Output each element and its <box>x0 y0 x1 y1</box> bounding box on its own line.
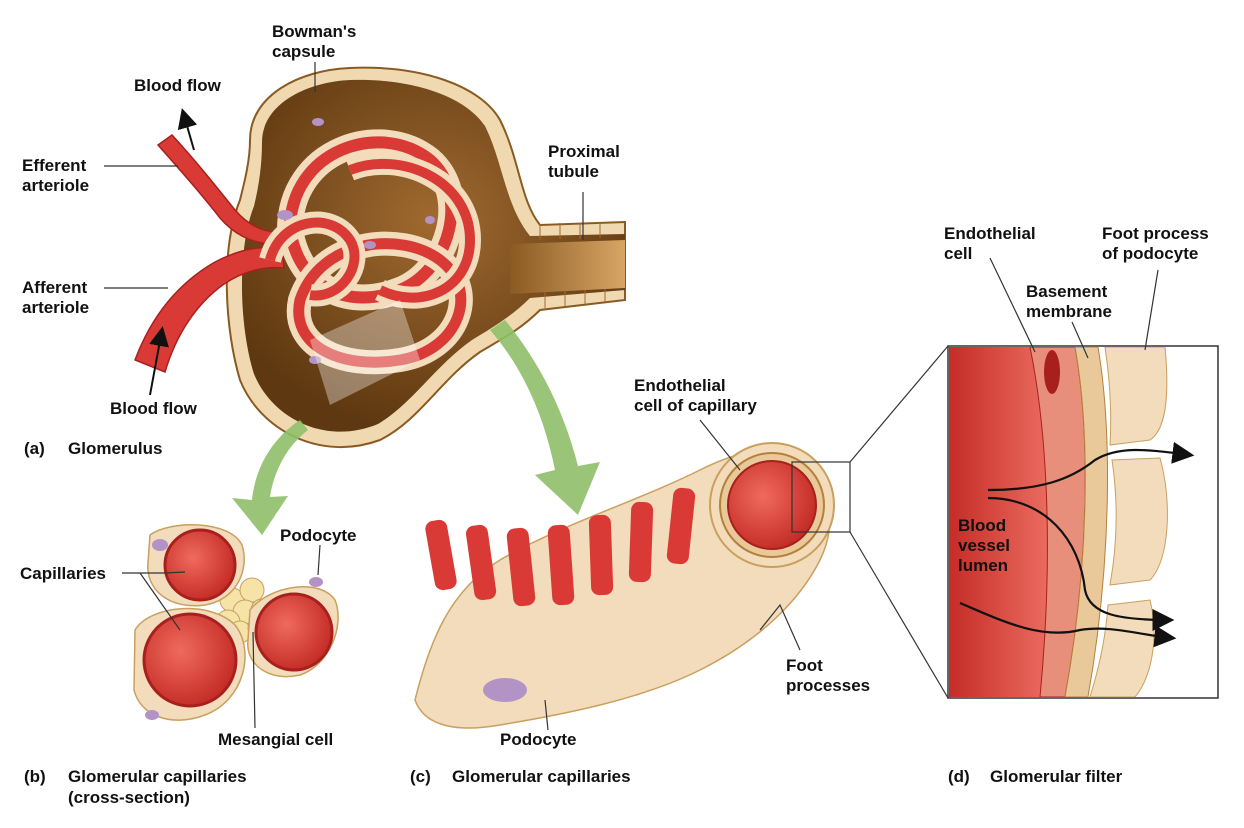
endothelial-cell-of-capillary-label: Endothelial cell of capillary <box>634 376 757 415</box>
podocyte-b-label: Podocyte <box>280 526 357 545</box>
basement-membrane <box>1064 347 1108 697</box>
tubule-cells <box>539 222 606 308</box>
caption-a-text: Glomerulus <box>68 439 163 458</box>
capillaries-cross-section <box>133 524 339 721</box>
caption-b-letter: (b) <box>24 767 46 786</box>
caption-b-text: Glomerular capillaries (cross-section) <box>68 767 247 807</box>
capillary-lumen-b1 <box>163 528 237 602</box>
afferent-arteriole-label: Afferent arteriole <box>22 278 90 317</box>
endothelial-cell-leader <box>989 257 1036 353</box>
foot-process-slits <box>425 487 696 607</box>
proximal-tubule-label: Proximal tubule <box>548 142 620 181</box>
foot-process-leader <box>1144 269 1159 351</box>
foot-processes-d <box>1089 347 1168 697</box>
capillaries-leader-2 <box>139 572 181 631</box>
filtration-arrow-1 <box>987 441 1195 492</box>
efferent-arteriole-label: Efferent arteriole <box>22 156 90 195</box>
capillaries-leader <box>122 571 186 574</box>
blood-flow-bottom-label: Blood flow <box>110 399 197 418</box>
capillary-lumen-b2 <box>142 612 238 708</box>
basement-membrane-leader <box>1071 321 1089 359</box>
blood-flow-arrow-top <box>177 108 198 151</box>
zoom-connector-bottom <box>849 531 949 699</box>
podocyte-nucleus-b2 <box>145 710 159 720</box>
caption-c-letter: (c) <box>410 767 431 786</box>
blood-vessel-lumen-label: Blood vessel lumen <box>958 516 1010 575</box>
glomerulus-illustration <box>134 66 626 449</box>
podocyte-nucleus-b1 <box>152 539 168 551</box>
blood-flow-arrow-bottom <box>149 326 169 396</box>
blood-flow-top-label: Blood flow <box>134 76 221 95</box>
caption-d-letter: (d) <box>948 767 970 786</box>
basement-membrane-label: Basement membrane <box>1026 282 1112 321</box>
capillary-end-lumen <box>727 460 817 550</box>
podocyte-c-label: Podocyte <box>500 730 577 749</box>
filtration-arrow-2 <box>987 496 1175 631</box>
filtration-arrow-3 <box>959 601 1177 648</box>
capillaries-label: Capillaries <box>20 564 106 583</box>
capillary-tuft <box>259 129 482 375</box>
podocyte-b-leader <box>317 544 321 576</box>
podocyte-nuclei <box>277 118 435 364</box>
proximal-tubule-lumen <box>510 240 625 294</box>
zoom-box <box>791 461 851 533</box>
foot-process-of-podocyte-label: Foot process of podocyte <box>1102 224 1209 263</box>
podocyte-nucleus-b3 <box>309 577 323 587</box>
caption-c-text: Glomerular capillaries <box>452 767 631 786</box>
foot-processes-label: Foot processes <box>786 656 871 695</box>
endothelial-nucleus <box>1044 350 1060 394</box>
capillary-tube <box>414 442 851 729</box>
podocyte-c-leader <box>544 699 549 731</box>
green-arrow-to-c <box>490 320 600 515</box>
section-plane <box>310 300 420 405</box>
foot-processes-leader <box>759 603 801 651</box>
bowmans-capsule-label: Bowman's capsule <box>272 22 357 61</box>
podocyte-nucleus-c <box>483 678 527 702</box>
endothelial-cell-label: Endothelial cell <box>944 224 1036 263</box>
zoom-connector-top <box>849 345 949 463</box>
mesangial-cell-label: Mesangial cell <box>218 730 334 749</box>
endothelial-cell-of-capillary-leader <box>699 419 741 471</box>
capillary-lumen-b3 <box>254 592 334 672</box>
glomerular-filter-panel <box>947 345 1219 699</box>
afferent-arteriole <box>134 246 285 374</box>
green-arrow-to-b <box>232 420 308 535</box>
caption-d-text: Glomerular filter <box>990 767 1123 786</box>
caption-a-letter: (a) <box>24 439 45 458</box>
mesangial-cell-leader <box>252 631 256 729</box>
